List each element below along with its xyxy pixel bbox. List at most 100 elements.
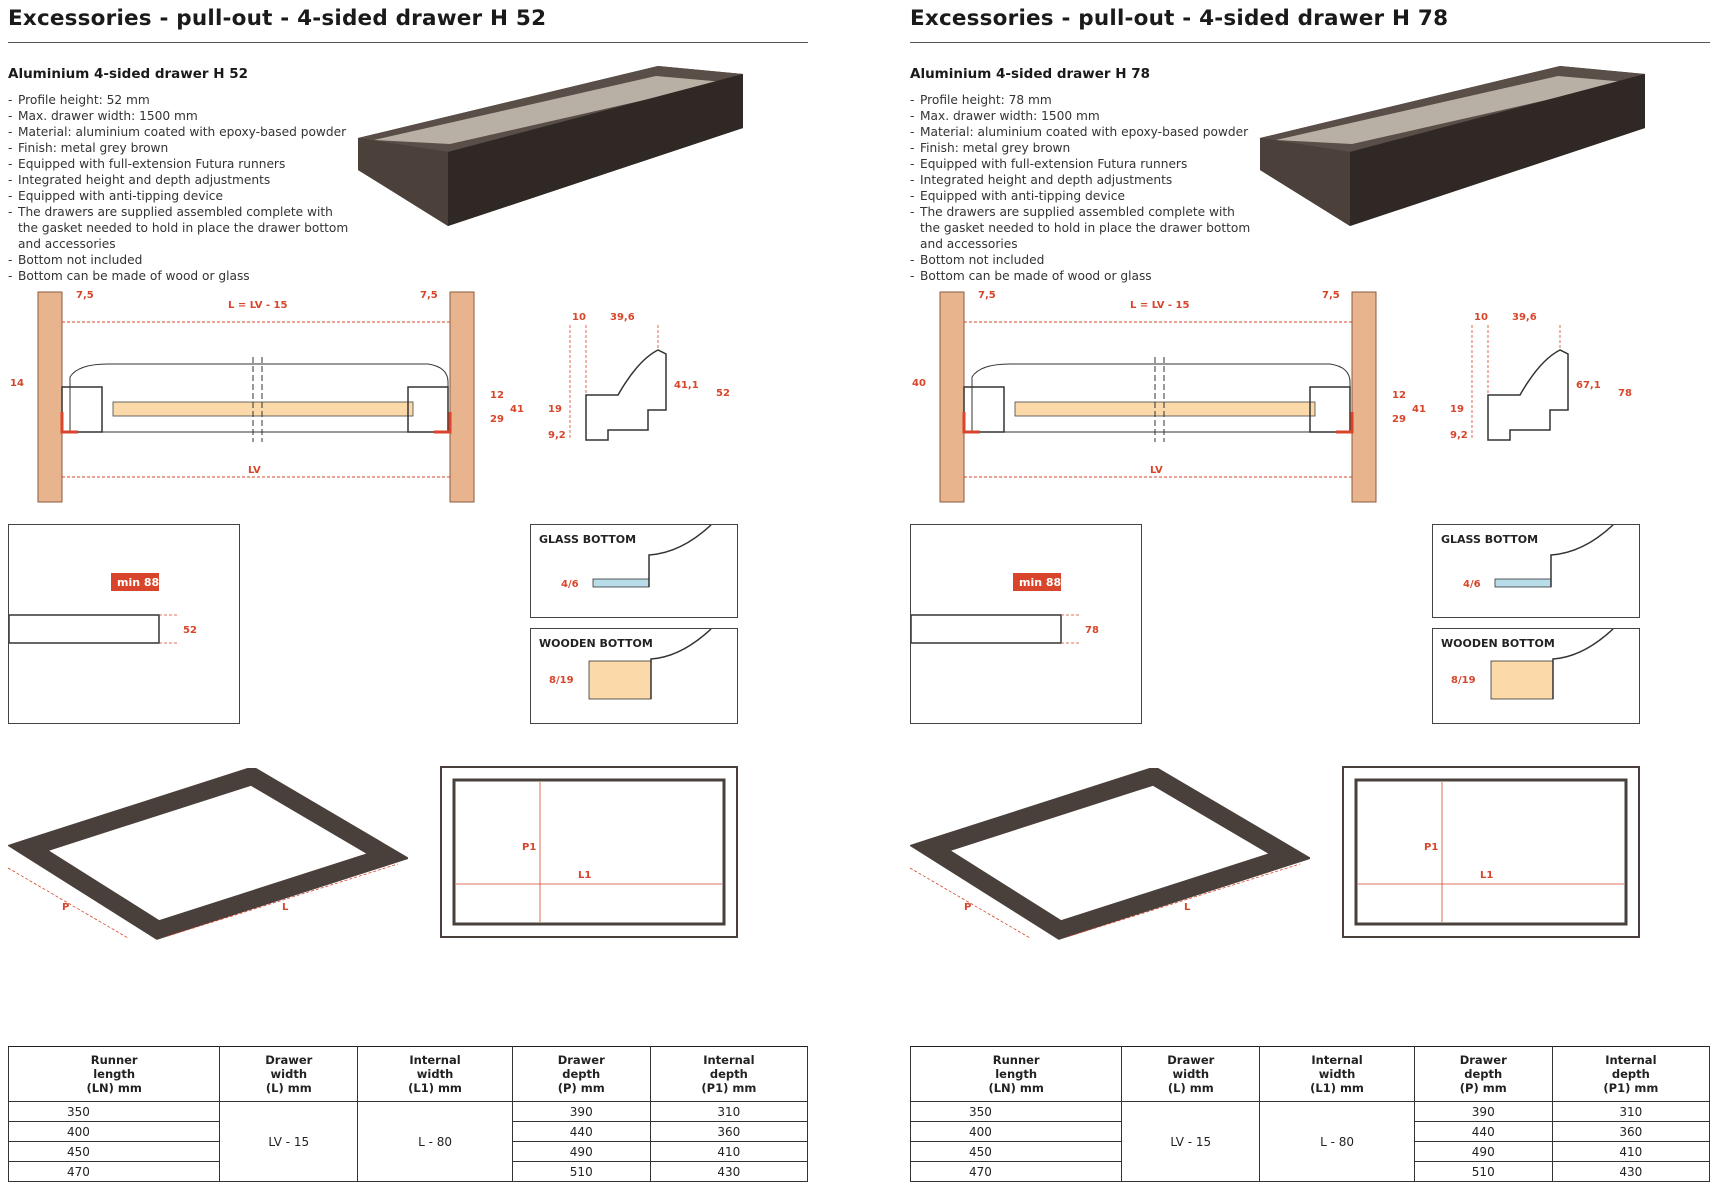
drawer-product-image <box>1260 66 1645 226</box>
dim-gap-right: 7,5 <box>420 290 438 301</box>
table-row: 470 510 430 <box>909 1161 1711 1182</box>
dim-19: 19 <box>1450 404 1464 415</box>
glass-bottom-diagram: 4/6 <box>1463 525 1614 590</box>
cell-drawer-width: LV - 15 <box>219 1101 359 1182</box>
cell-runner-length: 350 <box>909 1101 1123 1122</box>
table-row: 400 440 360 <box>909 1121 1711 1142</box>
feature-item: Material: aluminium coated with epoxy-ba… <box>8 124 353 140</box>
glass-bottom-label: GLASS BOTTOM <box>539 533 637 546</box>
wood-dim: 8/19 <box>549 675 574 686</box>
wooden-bottom-label: WOODEN BOTTOM <box>1441 637 1555 650</box>
cell-internal-depth: 360 <box>649 1121 809 1142</box>
cell-drawer-depth: 510 <box>1413 1161 1553 1182</box>
cell-drawer-depth: 440 <box>1413 1121 1553 1142</box>
dim-9-2: 9,2 <box>548 430 566 441</box>
dim-gap-left: 7,5 <box>76 290 94 301</box>
cell-runner-length: 400 <box>909 1121 1123 1142</box>
dim-total: 52 <box>716 388 730 399</box>
dim-41: 41 <box>1412 404 1426 415</box>
dim-length: L = LV - 15 <box>1130 300 1190 311</box>
feature-item: Profile height: 52 mm <box>8 92 353 108</box>
feature-item: Equipped with anti-tipping device <box>910 188 1255 204</box>
dim-top-a: 10 <box>1474 312 1488 323</box>
glass-bottom-diagram: 4/6 <box>561 525 712 590</box>
frame-l1-label: L1 <box>578 870 591 881</box>
drawer-product-image <box>358 66 743 226</box>
table-row: 350 LV - 15 L - 80 390 310 <box>7 1101 809 1182</box>
feature-item: Finish: metal grey brown <box>910 140 1255 156</box>
wood-dim: 8/19 <box>1451 675 1476 686</box>
wooden-bottom-diagram: 8/19 <box>1451 629 1614 700</box>
dim-top-b: 39,6 <box>610 312 635 323</box>
min-88-label: min 88 <box>1019 576 1061 589</box>
feature-item: Equipped with anti-tipping device <box>8 188 353 204</box>
drawer-frame-perspective: P L <box>910 768 1310 940</box>
side-height-label: 52 <box>183 625 197 636</box>
dim-29: 29 <box>1392 414 1406 425</box>
wooden-bottom-box: WOODEN BOTTOM 8/19 <box>530 628 738 724</box>
table-row: 450 490 410 <box>7 1141 809 1162</box>
feature-item: Integrated height and depth adjustments <box>910 172 1255 188</box>
feature-item: Bottom can be made of wood or glass <box>910 268 1255 284</box>
drawer-frame-perspective: P L <box>8 768 408 940</box>
cell-runner-length: 350 <box>7 1101 221 1122</box>
cell-internal-depth: 410 <box>1551 1141 1711 1162</box>
cell-drawer-depth: 510 <box>511 1161 651 1182</box>
cell-internal-depth: 310 <box>1551 1101 1711 1122</box>
dim-top-a: 10 <box>572 312 586 323</box>
dim-inner: 67,1 <box>1576 380 1601 391</box>
drawer-frame-top-view: P1 L1 <box>1342 766 1640 938</box>
feature-item: The drawers are supplied assembled compl… <box>910 204 1255 252</box>
profile-detail-diagram: 10 39,6 67,1 78 19 9,2 <box>1450 312 1632 441</box>
side-detail-box: min 88 52 <box>8 524 240 724</box>
cell-internal-width: L - 80 <box>1259 1101 1415 1182</box>
glass-dim: 4/6 <box>1463 579 1481 590</box>
dim-top-b: 39,6 <box>1512 312 1537 323</box>
cell-drawer-depth: 490 <box>511 1141 651 1162</box>
page-title: Excessories - pull-out - 4-sided drawer … <box>910 6 1449 31</box>
side-height-label: 78 <box>1085 625 1099 636</box>
frame-p-label: P <box>62 902 69 913</box>
feature-item: Equipped with full-extension Futura runn… <box>910 156 1255 172</box>
cell-drawer-depth: 390 <box>511 1101 651 1122</box>
dim-total: 78 <box>1618 388 1632 399</box>
dim-length: L = LV - 15 <box>228 300 288 311</box>
table-row: 450 490 410 <box>909 1141 1711 1162</box>
cell-drawer-depth: 490 <box>1413 1141 1553 1162</box>
cell-internal-depth: 430 <box>649 1161 809 1182</box>
dim-9-2: 9,2 <box>1450 430 1468 441</box>
dim-lv: LV <box>1150 465 1163 476</box>
min-88-label: min 88 <box>117 576 159 589</box>
frame-p-label: P <box>964 902 971 913</box>
glass-bottom-box: GLASS BOTTOM 4/6 <box>1432 524 1640 618</box>
glass-bottom-label: GLASS BOTTOM <box>1441 533 1539 546</box>
feature-item: Integrated height and depth adjustments <box>8 172 353 188</box>
dim-gap-left: 7,5 <box>978 290 996 301</box>
feature-item: Profile height: 78 mm <box>910 92 1255 108</box>
drawer-cross-section-diagram: L = LV - 15 7,5 7,5 14 LV 12 29 41 <box>10 290 524 503</box>
dim-12: 12 <box>490 390 504 401</box>
feature-item: Finish: metal grey brown <box>8 140 353 156</box>
dim-inner: 41,1 <box>674 380 699 391</box>
feature-item: The drawers are supplied assembled compl… <box>8 204 353 252</box>
side-detail-diagram: min 88 78 <box>910 573 1099 644</box>
catalog-page-h78: Excessories - pull-out - 4-sided drawer … <box>909 0 1715 1188</box>
drawer-frame-top-view: P1 L1 <box>440 766 738 938</box>
wooden-bottom-label: WOODEN BOTTOM <box>539 637 653 650</box>
frame-p1-label: P1 <box>522 842 536 853</box>
cell-internal-width: L - 80 <box>357 1101 513 1182</box>
frame-l1-label: L1 <box>1480 870 1493 881</box>
dim-lv: LV <box>248 465 261 476</box>
